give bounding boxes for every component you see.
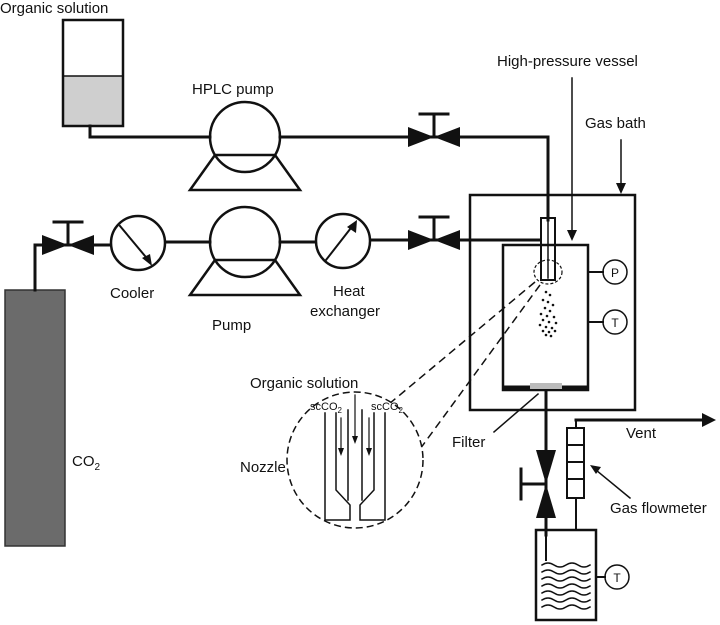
- nozzle-organic-solution-label: Organic solution: [250, 375, 358, 392]
- co2-cylinder: [4, 243, 66, 547]
- nozzle-cross-section: [324, 394, 386, 521]
- scco2-right-main: scCO: [371, 401, 399, 413]
- nozzle-detail-circle: [286, 391, 424, 529]
- hplc-pump-label: HPLC pump: [192, 81, 274, 98]
- heat-exchanger: [314, 212, 372, 270]
- temperature-gauge-label: T: [611, 316, 619, 330]
- collector-gauge-label: T: [613, 571, 621, 585]
- nozzle-label: Nozzle: [240, 459, 286, 476]
- scco2-left-sub: 2: [338, 406, 343, 415]
- pressure-gauge-label: P: [611, 266, 619, 280]
- filter-pointer: [492, 392, 540, 434]
- collector-temperature-gauge: T: [604, 564, 630, 590]
- vessel-nozzle-tube: [533, 217, 563, 285]
- organic-solution-label: Organic solution: [0, 0, 108, 17]
- reservoir-liquid: [63, 76, 123, 126]
- co2-label-sub: 2: [95, 462, 101, 473]
- co2-valve: [42, 220, 94, 255]
- particle-spray: [538, 290, 558, 338]
- co2-pump: [187, 205, 303, 297]
- hplc-pump: [187, 100, 303, 192]
- high-pressure-vessel-label: High-pressure vessel: [497, 53, 638, 70]
- pump-label: Pump: [212, 317, 251, 334]
- hplc-outlet-line: [278, 135, 550, 222]
- gas-flowmeter-label: Gas flowmeter: [610, 500, 707, 517]
- detail-dash-2: [411, 284, 541, 461]
- flowmeter-arrowhead: [590, 465, 601, 474]
- pressure-gauge: P: [602, 259, 628, 285]
- collector-vessel: [534, 499, 598, 622]
- cooler-label: Cooler: [110, 285, 154, 302]
- scco2-left-label: scCO2: [310, 401, 343, 415]
- co2-label: CO2: [72, 453, 101, 473]
- gas-bath-arrowhead: [616, 183, 626, 194]
- heat-exchanger-label-2: exchanger: [310, 303, 380, 320]
- outlet-valve: [519, 450, 556, 518]
- flowmeter-pointer: [594, 468, 632, 500]
- scco2-right-sub: 2: [399, 406, 404, 415]
- reservoir-body: [61, 18, 125, 128]
- organic-feed-line: [88, 124, 212, 139]
- gas-bath-label: Gas bath: [585, 115, 646, 132]
- filter-label: Filter: [452, 434, 485, 451]
- vent-label: Vent: [626, 425, 657, 442]
- vent-arrowhead: [702, 413, 716, 427]
- scco2-right-label: scCO2: [371, 401, 404, 415]
- cooler: [109, 214, 167, 272]
- organic-solution-reservoir: [61, 18, 125, 128]
- gas-bath: [468, 193, 637, 412]
- co2-label-main: CO: [72, 453, 95, 470]
- high-pressure-vessel: [501, 243, 590, 392]
- heat-exchanger-label-1: Heat: [333, 283, 366, 300]
- hplc-line-valve: [408, 112, 460, 147]
- gas-flowmeter: [566, 419, 585, 499]
- co2-inlet-valve: [408, 215, 460, 250]
- vessel-arrowhead: [567, 230, 577, 241]
- temperature-gauge: T: [602, 309, 628, 335]
- scco2-left-main: scCO: [310, 401, 338, 413]
